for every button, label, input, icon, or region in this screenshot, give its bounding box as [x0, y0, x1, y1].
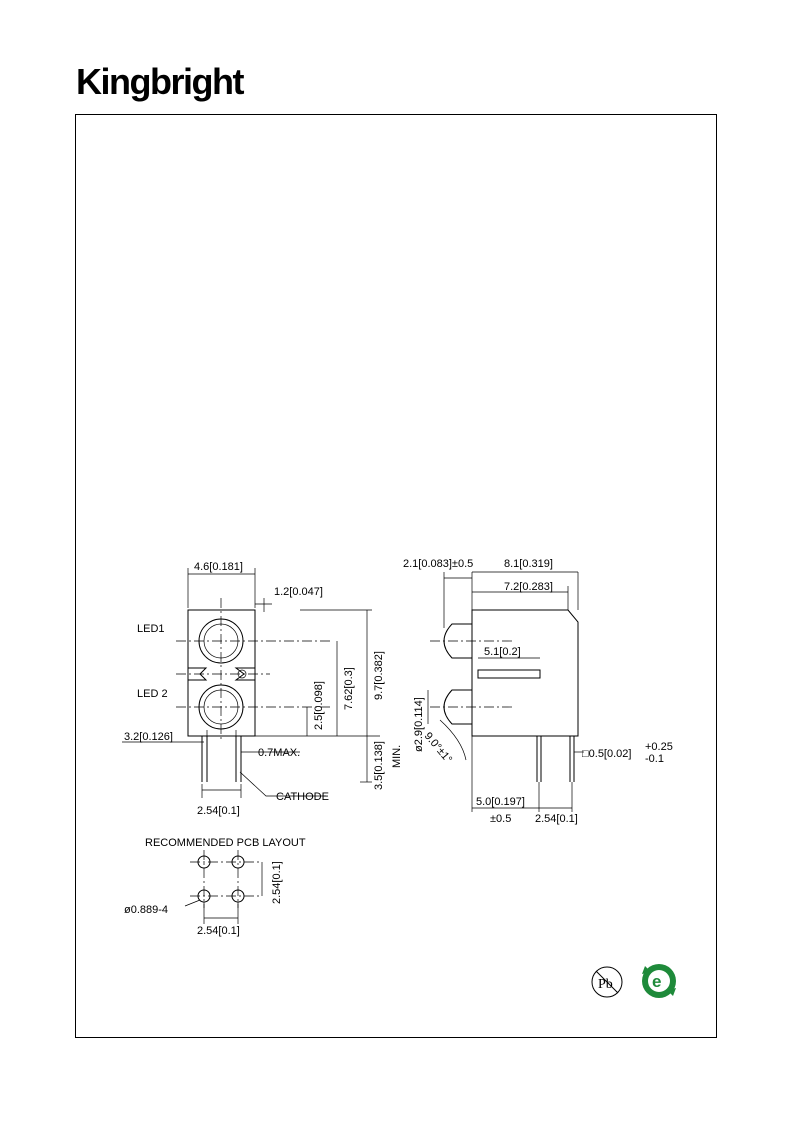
dim-lead-sq: □0.5[0.02] — [582, 748, 631, 760]
front-view: 4.6[0.181] 1.2[0.047] LED1 LED 2 3.2[0.1… — [122, 561, 403, 817]
dim-5-1: 5.1[0.2] — [484, 646, 521, 658]
svg-text:Pb: Pb — [598, 977, 613, 992]
pcb-pitch-h: 2.54[0.1] — [197, 925, 240, 937]
pcb-hole-label: ø0.889-4 — [124, 904, 168, 916]
front-body — [187, 609, 256, 737]
svg-text:e: e — [652, 972, 661, 991]
pcb-title: RECOMMENDED PCB LAYOUT — [145, 837, 306, 849]
dim-2-5: 2.5[0.098] — [313, 681, 325, 730]
kingbright-logo: Kingbright — [76, 61, 244, 102]
label-led1: LED1 — [137, 623, 165, 635]
dim-tol-plus: +0.25 — [645, 741, 673, 753]
dim-5-0: 5.0[0.197] — [476, 796, 525, 808]
dim-angle: 9.0°±1° — [422, 730, 454, 765]
dim-width: 4.6[0.181] — [194, 561, 243, 573]
pb-free-badge: Pb — [591, 966, 623, 998]
pcb-layout: RECOMMENDED PCB LAYOUT 2.54[0.1] ø0.889-… — [124, 837, 306, 937]
dim-min: MIN. — [391, 745, 403, 768]
side-body — [471, 609, 579, 737]
dim-top-offset: 1.2[0.047] — [274, 586, 323, 598]
dim-2-9: ø2.9[0.114] — [413, 697, 425, 752]
dim-7-2: 7.2[0.283] — [504, 581, 553, 593]
pcb-pitch-v: 2.54[0.1] — [271, 861, 283, 904]
dim-9-7: 9.7[0.382] — [373, 651, 385, 700]
dim-lead-max: 0.7MAX. — [258, 747, 300, 759]
dim-front-pitch: 2.54[0.1] — [197, 805, 240, 817]
dim-7-62: 7.62[0.3] — [343, 667, 355, 710]
dim-left-lead: 3.2[0.126] — [124, 731, 173, 743]
dim-tol-minus: -0.1 — [645, 753, 664, 765]
dim-3-5: 3.5[0.138] — [373, 741, 385, 790]
dim-8-1: 8.1[0.319] — [504, 558, 553, 570]
dim-side-pitch: 2.54[0.1] — [535, 813, 578, 825]
label-led2: LED 2 — [137, 688, 168, 700]
drawing-frame — [75, 114, 717, 1038]
dim-tol-5-0: ±0.5 — [490, 813, 511, 825]
rohs-badge: e — [642, 964, 676, 998]
side-view: 2.1[0.083]±0.5 8.1[0.319] 7.2[0.283] 5.1… — [403, 558, 673, 825]
label-cathode: CATHODE — [276, 791, 329, 803]
dim-2-1: 2.1[0.083]±0.5 — [403, 558, 473, 570]
